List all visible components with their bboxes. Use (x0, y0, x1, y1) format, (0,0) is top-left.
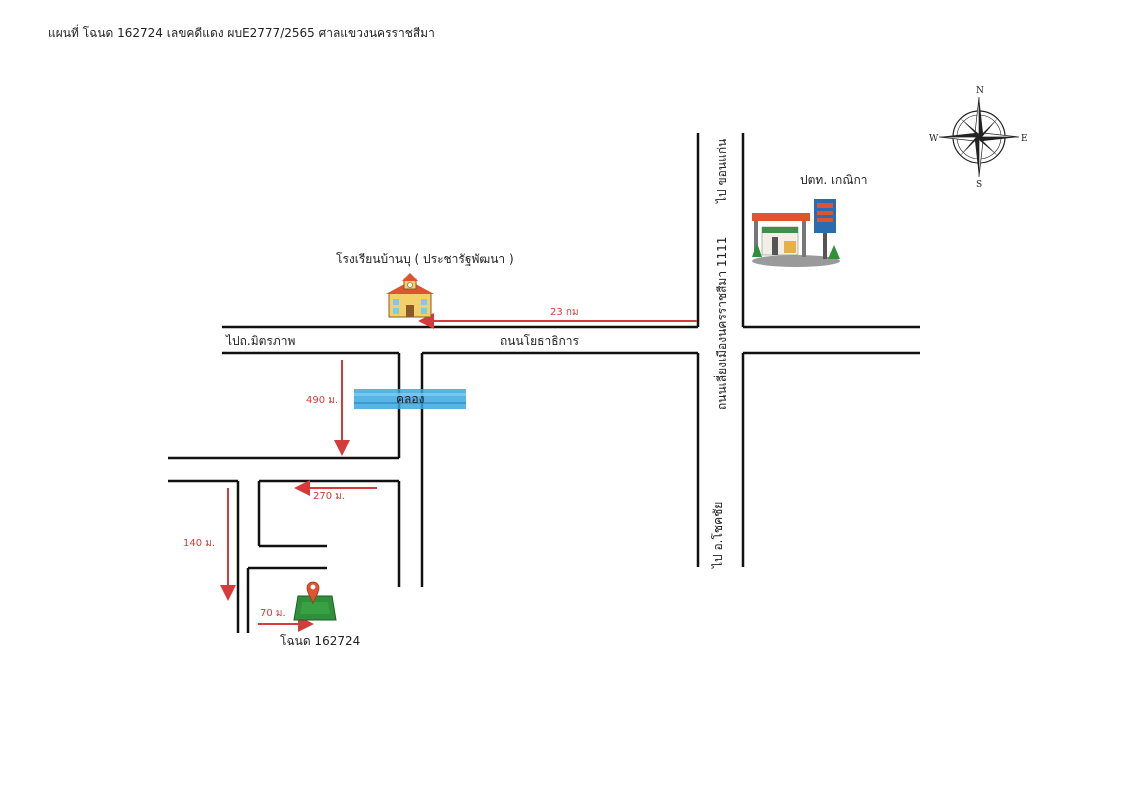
compass-n: N (976, 86, 984, 96)
location-pin-icon (306, 581, 320, 605)
gas-station-label: ปตท. เกณิกา (800, 173, 867, 187)
distance-70m: 70 ม. (260, 608, 286, 619)
to-chokchai-label: ไป อ.โชคชัย (711, 502, 725, 569)
distance-140m: 140 ม. (183, 538, 215, 549)
plot-label: โฉนด 162724 (280, 634, 360, 648)
school-icon (386, 273, 434, 318)
map-title: แผนที่ โฉนด 162724 เลขคดีแดง ผบE2777/256… (48, 24, 435, 40)
school-label: โรงเรียนบ้านบุ ( ประชารัฐพัฒนา ) (336, 252, 514, 267)
highway-label: ถนนเลี่ยงเมืองนครราชสีมา 1111 (713, 237, 729, 410)
main-road-label: ถนนโยธาธิการ (500, 334, 580, 348)
compass-s: S (976, 180, 982, 190)
compass-w: W (929, 134, 939, 144)
canal: คลอง (354, 389, 466, 409)
compass-e: E (1021, 134, 1028, 144)
plot-icon (293, 581, 337, 621)
distance-490m: 490 ม. (306, 395, 338, 406)
roads (168, 133, 920, 633)
canal-label: คลอง (396, 392, 424, 406)
to-khonkaen-label: ไป ขอนแก่น (715, 139, 729, 204)
to-mittraphap-label: ไปถ.มิตรภาพ (225, 334, 296, 348)
distance-270m: 270 ม. (313, 491, 345, 502)
distance-23km: 23 กม (550, 307, 579, 318)
gas-station-icon (752, 199, 840, 267)
compass-rose-icon: N S E W (929, 86, 1028, 190)
route-arrows (220, 313, 697, 632)
